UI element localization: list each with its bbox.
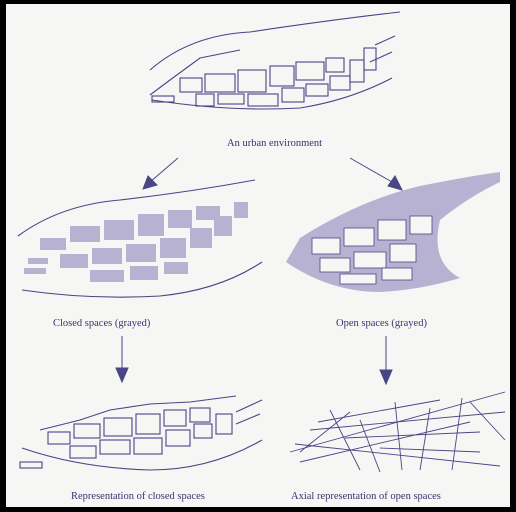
caption-representation-closed: Representation of closed spaces — [71, 491, 205, 502]
urban-environment-map — [150, 12, 400, 109]
caption-axial-representation: Axial representation of open spaces — [291, 491, 441, 502]
arrow-to-rep-closed-head — [116, 368, 128, 382]
caption-urban-environment: An urban environment — [227, 138, 322, 149]
open-spaces-map — [286, 172, 500, 292]
arrow-to-open-head — [388, 176, 402, 190]
axial-representation — [290, 392, 505, 472]
caption-closed-spaces: Closed spaces (grayed) — [53, 318, 150, 329]
closed-spaces-map — [18, 180, 262, 297]
caption-open-spaces: Open spaces (grayed) — [336, 318, 427, 329]
arrow-to-axial-head — [380, 370, 392, 384]
closed-spaces-representation — [20, 396, 262, 470]
